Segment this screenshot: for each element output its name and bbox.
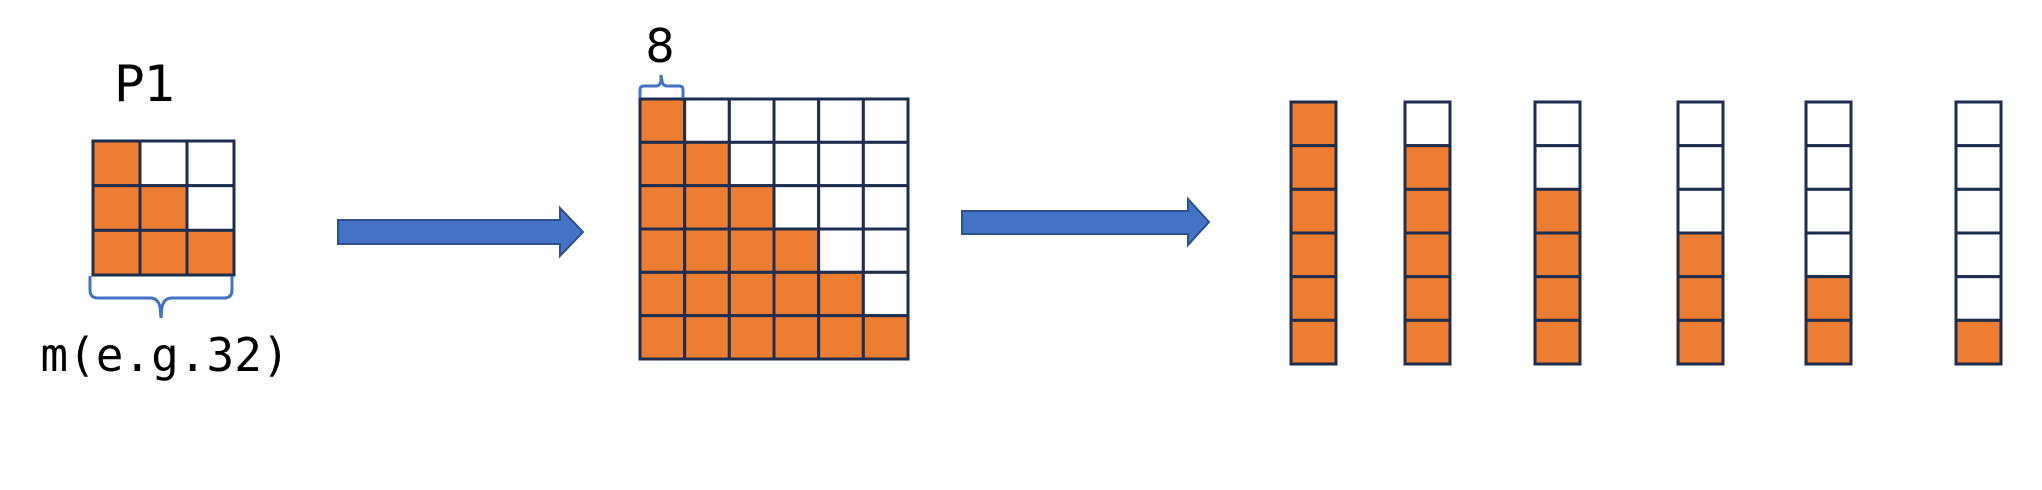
big-matrix-cell	[683, 97, 731, 144]
column-cell	[1676, 144, 1725, 191]
big-matrix-cell	[727, 314, 776, 361]
big-matrix-cell	[861, 270, 910, 318]
big-matrix-cell	[727, 97, 776, 144]
small-matrix-cell	[91, 228, 142, 277]
column-cell	[1676, 100, 1725, 148]
p1-label: P1	[114, 55, 176, 113]
big-matrix-cell	[727, 140, 776, 188]
big-matrix-cell	[638, 140, 687, 188]
small-matrix-cell	[185, 228, 236, 277]
small-matrix-cell	[138, 228, 189, 277]
column-cell	[1289, 144, 1338, 191]
big-matrix-cell	[772, 227, 821, 274]
column-cell	[1289, 318, 1338, 366]
block-size-label: 8	[645, 19, 674, 73]
big-matrix-cell	[772, 97, 821, 144]
column-cell	[1676, 275, 1725, 322]
column-cell	[1289, 100, 1338, 148]
column-cell	[1804, 100, 1853, 148]
column-cell	[1804, 275, 1853, 322]
column-cell	[1533, 231, 1582, 279]
column-cell	[1954, 231, 2003, 279]
big-matrix-cell	[861, 227, 910, 274]
column-cell	[1804, 144, 1853, 191]
big-matrix-cell	[727, 227, 776, 274]
big-matrix-cell	[772, 140, 821, 188]
m-brace	[88, 276, 234, 319]
big-matrix-cell	[638, 270, 687, 318]
big-matrix-cell	[861, 314, 910, 361]
column-cell	[1533, 100, 1582, 148]
big-matrix-cell	[817, 314, 865, 361]
big-matrix-cell	[638, 227, 687, 274]
column-cell	[1403, 144, 1452, 191]
big-matrix-cell	[683, 314, 731, 361]
column-cell	[1533, 318, 1582, 366]
column-vector	[1804, 100, 1853, 366]
big-matrix	[638, 97, 910, 361]
big-matrix-cell	[817, 270, 865, 318]
big-matrix-cell	[772, 184, 821, 231]
column-cell	[1954, 318, 2003, 366]
big-matrix-cell	[638, 184, 687, 231]
big-matrix-cell	[817, 227, 865, 274]
column-cell	[1954, 275, 2003, 322]
column-vector	[1954, 100, 2003, 366]
big-matrix-cell	[683, 140, 731, 188]
small-matrix	[91, 139, 236, 277]
big-matrix-cell	[861, 97, 910, 144]
m-size-label: m(e.g.32)	[40, 328, 289, 382]
column-cell	[1533, 144, 1582, 191]
big-matrix-cell	[727, 270, 776, 318]
column-cell	[1403, 318, 1452, 366]
big-matrix-cell	[638, 314, 687, 361]
small-matrix-cell	[91, 139, 142, 188]
column-cell	[1804, 318, 1853, 366]
column-cell	[1533, 187, 1582, 235]
small-matrix-cell	[138, 184, 189, 232]
small-matrix-cell	[138, 139, 189, 188]
big-matrix-cell	[727, 184, 776, 231]
column-cell	[1954, 100, 2003, 148]
column-vector	[1676, 100, 1725, 366]
big-matrix-cell	[638, 97, 687, 144]
column-cell	[1533, 275, 1582, 322]
column-cell	[1676, 231, 1725, 279]
column-cell	[1804, 187, 1853, 235]
column-cell	[1676, 187, 1725, 235]
column-vector	[1289, 100, 1338, 366]
column-cell	[1289, 187, 1338, 235]
big-matrix-cell	[772, 270, 821, 318]
column-cell	[1804, 231, 1853, 279]
big-matrix-cell	[772, 314, 821, 361]
right-arrow-2	[961, 196, 1211, 248]
big-matrix-cell	[861, 140, 910, 188]
column-vector	[1533, 100, 1582, 366]
column-cell	[1403, 187, 1452, 235]
column-cell	[1676, 318, 1725, 366]
column-cell	[1403, 231, 1452, 279]
column-cell	[1954, 187, 2003, 235]
right-arrow-1	[337, 205, 585, 259]
big-matrix-cell	[817, 140, 865, 188]
big-matrix-cell	[683, 227, 731, 274]
small-matrix-cell	[185, 184, 236, 232]
big-matrix-cell	[817, 184, 865, 231]
column-cell	[1403, 275, 1452, 322]
small-matrix-cell	[91, 184, 142, 232]
column-set	[1289, 100, 2003, 366]
big-matrix-cell	[861, 184, 910, 231]
big-matrix-cell	[817, 97, 865, 144]
column-cell	[1403, 100, 1452, 148]
big-matrix-cell	[683, 184, 731, 231]
big-matrix-cell	[683, 270, 731, 318]
column-cell	[1954, 144, 2003, 191]
block-size-brace	[638, 74, 685, 98]
column-cell	[1289, 275, 1338, 322]
column-cell	[1289, 231, 1338, 279]
column-vector	[1403, 100, 1452, 366]
small-matrix-cell	[185, 139, 236, 188]
